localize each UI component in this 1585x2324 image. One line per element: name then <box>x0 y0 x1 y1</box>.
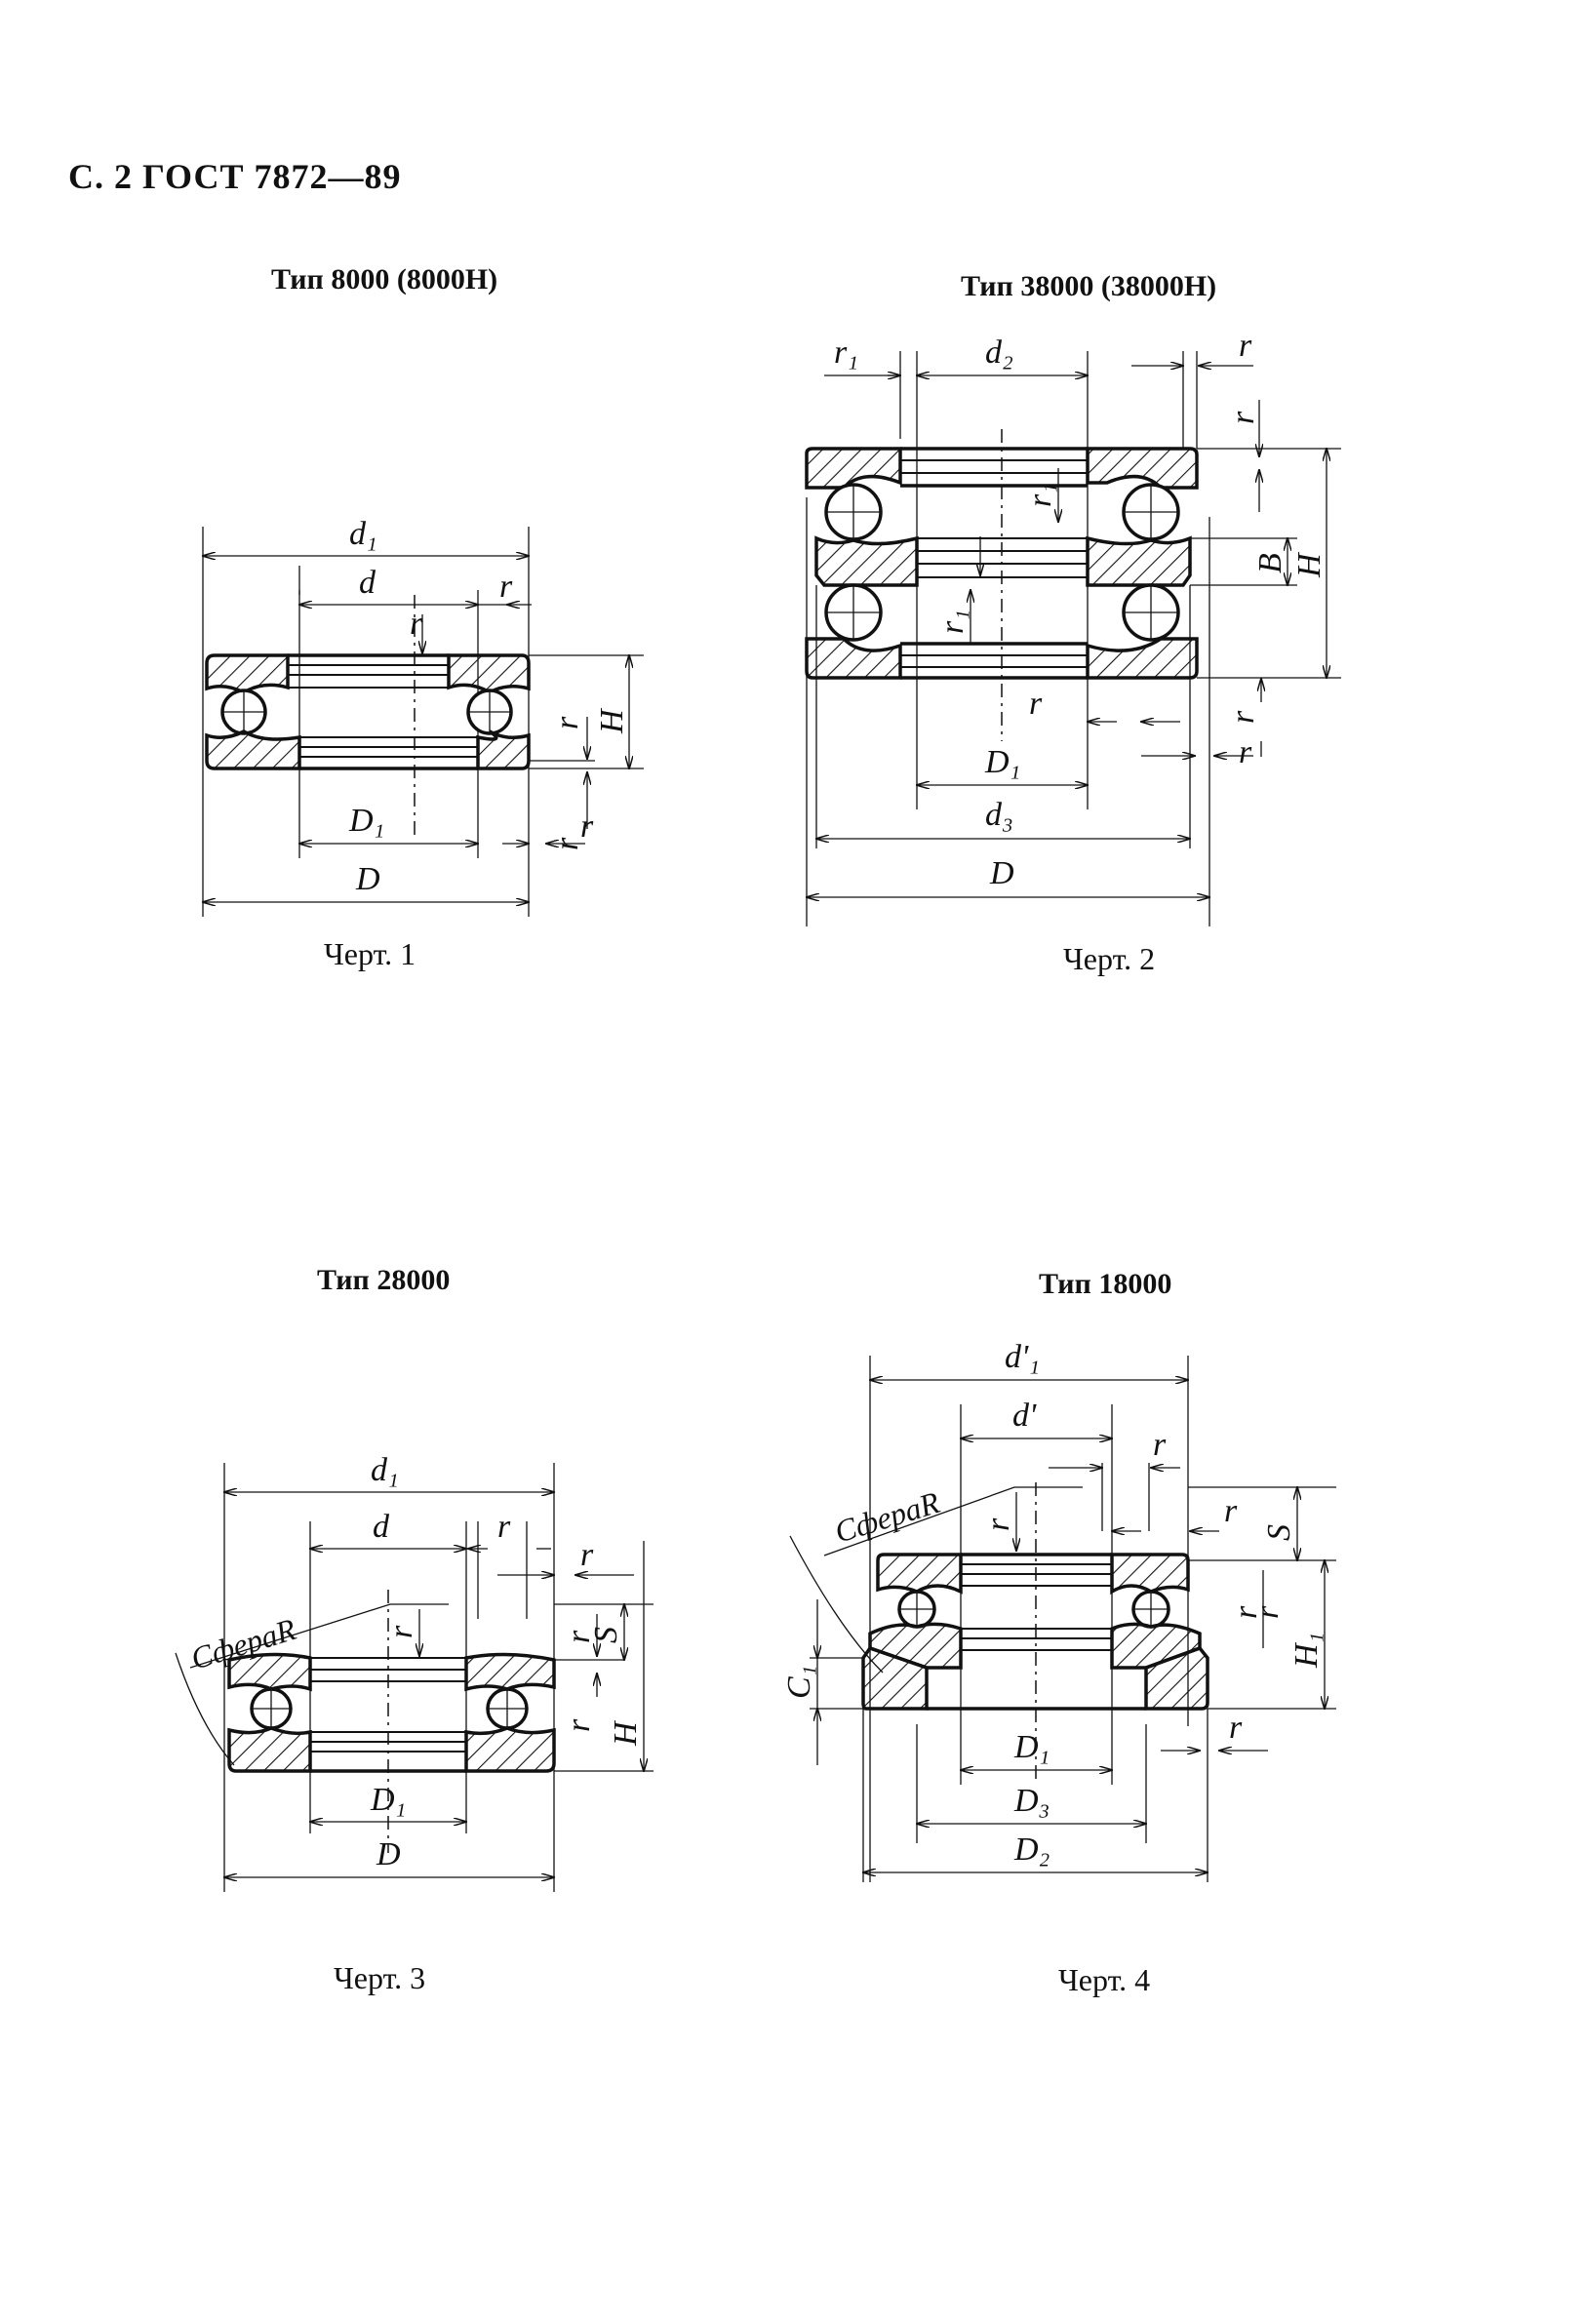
fig1-label-D1: D₁ <box>348 803 384 839</box>
fig4-label-D2: D₂ <box>1013 1832 1050 1868</box>
figure-2-drawing: r₁ d₂ r r r₁ r₁ B H <box>805 328 1341 926</box>
fig4-label-D3: D₃ <box>1013 1783 1050 1819</box>
fig2-label-r-br: r <box>1239 734 1252 770</box>
fig3-label-r-top: r <box>497 1509 511 1545</box>
fig1-label-r-bottom: r <box>580 808 594 845</box>
fig4-label-r-side2: r <box>1249 1605 1286 1619</box>
figure-3-type-title: Тип 28000 <box>317 1264 451 1296</box>
fig3-label-r-side2: r <box>561 1718 597 1732</box>
figure-1-type-title: Тип 8000 (8000Н) <box>271 263 498 295</box>
fig4-label-r-top: r <box>1153 1427 1167 1463</box>
fig1-label-d1: d₁ <box>349 516 377 552</box>
fig4-label-sphere: СфераR <box>831 1484 944 1550</box>
figure-1-caption: Черт. 1 <box>324 936 416 971</box>
figure-3-caption: Черт. 3 <box>334 1960 426 1995</box>
figure-2-caption: Черт. 2 <box>1063 941 1156 976</box>
fig4-label-d: d' <box>1012 1398 1037 1434</box>
fig3-label-r-mid: r <box>383 1625 419 1638</box>
fig2-label-D: D <box>989 855 1014 891</box>
fig2-label-r1-top: r₁ <box>834 335 858 371</box>
fig4-label-C1: C₁ <box>781 1666 817 1700</box>
fig1-label-d: d <box>359 565 376 601</box>
figure-4-type-title: Тип 18000 <box>1039 1268 1172 1300</box>
fig1-label-r-top: r <box>499 569 513 605</box>
fig1-label-r-side: r <box>549 716 585 729</box>
fig3-label-d: d <box>373 1509 390 1545</box>
fig4-label-H1: H₁ <box>1288 1633 1325 1669</box>
fig4-label-d1: d'₁ <box>1005 1339 1040 1375</box>
figure-2-type-title: Тип 38000 (38000Н) <box>961 270 1217 302</box>
fig3-label-D1: D₁ <box>370 1782 406 1818</box>
fig4-label-D1: D₁ <box>1013 1729 1050 1765</box>
fig2-label-d3: d₃ <box>985 797 1013 833</box>
fig1-label-H: H <box>594 707 630 734</box>
fig4-label-r-right: r <box>1224 1493 1238 1529</box>
fig2-label-D1: D₁ <box>984 744 1020 780</box>
fig3-label-d1: d₁ <box>371 1452 399 1488</box>
fig4-label-S: S <box>1261 1524 1297 1541</box>
fig3-label-D: D <box>376 1836 401 1872</box>
fig2-label-r-top: r <box>1239 328 1252 364</box>
fig2-label-d2: d₂ <box>985 335 1013 371</box>
page-header: С. 2 ГОСТ 7872—89 <box>68 157 402 196</box>
fig4-label-r-br: r <box>1229 1710 1243 1746</box>
fig3-label-r-side: r <box>561 1630 597 1643</box>
fig2-label-r1-low: r₁ <box>934 610 971 634</box>
fig2-label-r-side: r <box>1225 411 1261 424</box>
fig2-label-r-side2: r <box>1225 710 1261 724</box>
figure-3-drawing: d₁ d r r СфераR r S H r r D₁ D <box>175 1452 654 1892</box>
fig4-label-r-side: r <box>1228 1605 1264 1619</box>
figure-1-drawing: d₁ d r r H r r D₁ r D <box>185 516 644 917</box>
fig1-label-D: D <box>355 861 380 897</box>
fig2-label-r-mid: r <box>1029 686 1043 722</box>
fig2-label-B: B <box>1252 553 1288 573</box>
fig1-label-r-mid: r <box>410 606 423 642</box>
fig2-label-H: H <box>1291 551 1327 578</box>
figure-4-caption: Черт. 4 <box>1058 1962 1151 1997</box>
fig4-label-r-mid: r <box>980 1517 1016 1531</box>
figure-4-drawing: d'₁ d' r СфераR r r C₁ S H₁ r <box>781 1339 1336 1882</box>
fig3-label-H: H <box>608 1719 644 1747</box>
fig3-label-r-tr: r <box>580 1537 594 1573</box>
